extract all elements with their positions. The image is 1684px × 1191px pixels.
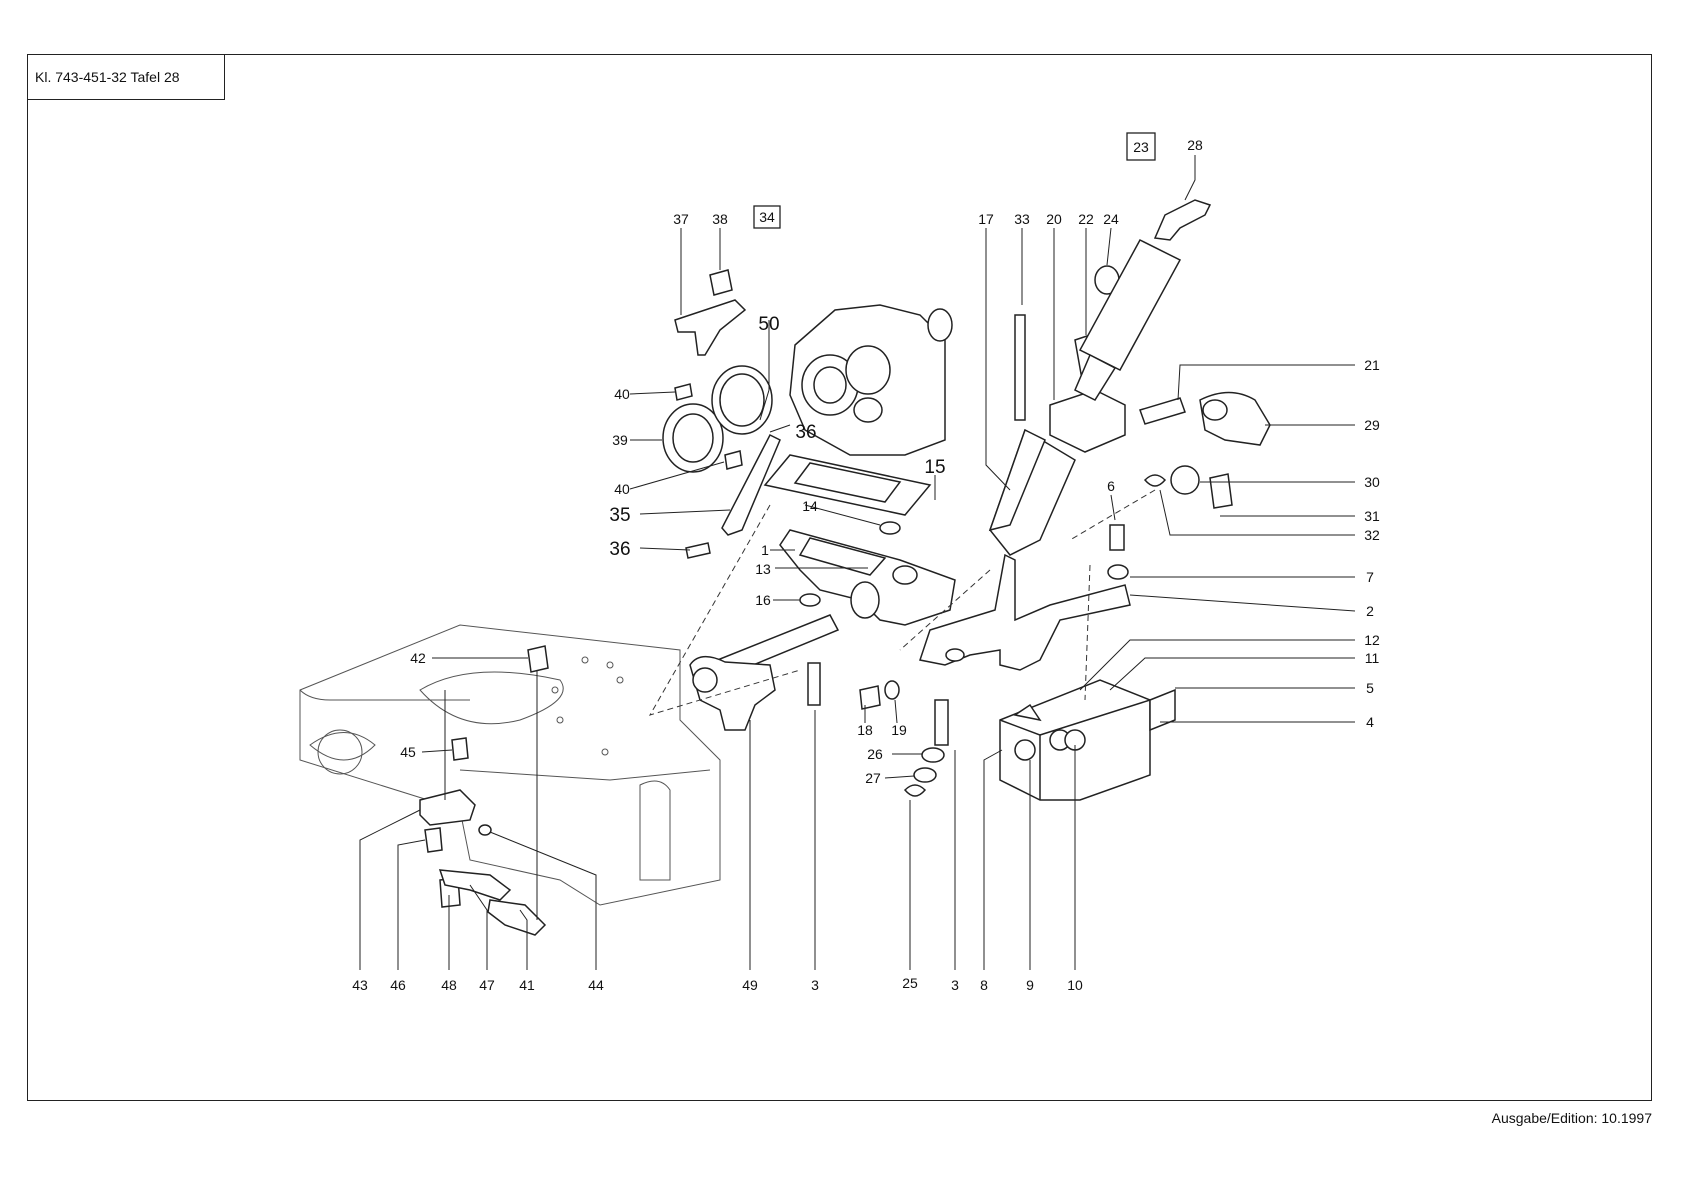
boxed-ref-23: 23: [1127, 133, 1155, 160]
bolt-3a: [808, 663, 820, 705]
callout-49: 49: [742, 977, 758, 993]
callout-30: 30: [1364, 474, 1380, 490]
screw-45: [452, 738, 468, 760]
cylinder-part: [1075, 240, 1180, 400]
callout-24: 24: [1103, 211, 1119, 227]
callout-39: 39: [612, 432, 628, 448]
screw-6: [1110, 525, 1124, 550]
bolt-3b: [935, 700, 948, 745]
callout-14: 14: [802, 498, 818, 514]
boxed-ref-34: 34: [754, 206, 780, 228]
lever-29: [1200, 393, 1270, 446]
screw-46: [425, 828, 442, 852]
callout-33: 33: [1014, 211, 1030, 227]
callout-21: 21: [1364, 357, 1380, 373]
set-screw-40b: [725, 451, 742, 469]
bracket-37: [675, 300, 745, 355]
callout-10: 10: [1067, 977, 1083, 993]
callout-26: 26: [867, 746, 883, 762]
callout-40b: 40: [614, 481, 630, 497]
callout-19: 19: [891, 722, 907, 738]
callout-2: 2: [1366, 603, 1374, 619]
callout-16: 16: [755, 592, 771, 608]
screw-36: [686, 543, 710, 558]
callout-29: 29: [1364, 417, 1380, 433]
callout-45: 45: [400, 744, 416, 760]
pin-44: [479, 825, 491, 835]
lever-41: [488, 900, 545, 935]
washer-19: [885, 681, 899, 699]
spring-33: [1015, 315, 1025, 420]
bracket-2: [920, 555, 1130, 670]
callout-9: 9: [1026, 977, 1034, 993]
callout-22: 22: [1078, 211, 1094, 227]
bushing-30: [1171, 466, 1199, 494]
elbow-fitting-28: [1155, 200, 1210, 240]
washer-26: [922, 748, 944, 762]
callout-38: 38: [712, 211, 728, 227]
washer-16: [800, 594, 820, 606]
nut-7: [1108, 565, 1128, 579]
callout-47: 47: [479, 977, 495, 993]
callout-36a: 36: [795, 422, 816, 443]
callout-37: 37: [673, 211, 689, 227]
callout-42: 42: [410, 650, 426, 666]
callout-35: 35: [609, 505, 630, 526]
callout-5: 5: [1366, 680, 1374, 696]
callout-13: 13: [755, 561, 771, 577]
callout-43: 43: [352, 977, 368, 993]
block-43: [420, 790, 475, 825]
washer-27: [914, 768, 936, 782]
callout-11: 11: [1365, 650, 1380, 666]
plate-15: [765, 455, 930, 515]
set-screw-40a: [675, 384, 692, 400]
screw-18: [860, 686, 880, 709]
callout-20: 20: [1046, 211, 1062, 227]
screw-31: [1210, 474, 1232, 508]
callout-15: 15: [924, 457, 945, 478]
screw-42: [528, 646, 548, 672]
clip-25: [905, 785, 925, 796]
ring-50: [712, 366, 772, 434]
callout-25: 25: [902, 975, 918, 991]
callout-32: 32: [1364, 527, 1380, 543]
callout-46: 46: [390, 977, 406, 993]
callout-28: 28: [1187, 137, 1203, 153]
callout-1: 1: [761, 542, 769, 558]
callout-3b: 3: [951, 977, 959, 993]
callout-6: 6: [1107, 478, 1115, 494]
callout-12: 12: [1364, 632, 1380, 648]
callout-44: 44: [588, 977, 604, 993]
callout-17: 17: [978, 211, 994, 227]
valve-block: [1000, 680, 1175, 800]
screw-38: [710, 270, 732, 295]
callout-18: 18: [857, 722, 873, 738]
callout-7: 7: [1366, 569, 1374, 585]
callout-48: 48: [441, 977, 457, 993]
bracket-1: [780, 530, 955, 625]
callout-36b: 36: [609, 539, 630, 560]
callout-4: 4: [1366, 714, 1374, 730]
callout-40a: 40: [614, 386, 630, 402]
callout-41: 41: [519, 977, 535, 993]
svg-text:23: 23: [1133, 139, 1149, 155]
callout-8: 8: [980, 977, 988, 993]
callout-31: 31: [1364, 508, 1380, 524]
angle-bracket-17: [990, 430, 1075, 555]
machine-base-outline: [300, 625, 720, 905]
callout-50: 50: [758, 314, 779, 335]
svg-text:34: 34: [759, 209, 775, 225]
block-20: [1050, 390, 1125, 452]
callout-27: 27: [865, 770, 881, 786]
clip-32: [1145, 475, 1165, 486]
screw-21: [1140, 398, 1185, 424]
washer-14: [880, 522, 900, 534]
callout-3a: 3: [811, 977, 819, 993]
